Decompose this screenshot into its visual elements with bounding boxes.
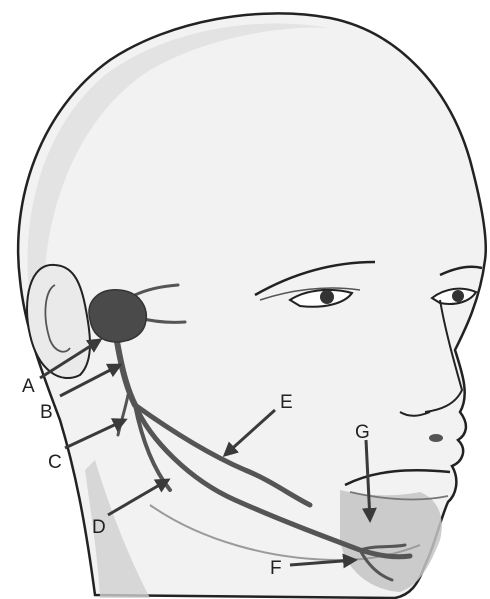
label-b: B xyxy=(40,402,53,423)
label-e: E xyxy=(280,392,293,413)
label-f: F xyxy=(270,558,282,579)
label-a: A xyxy=(22,376,35,397)
ganglion xyxy=(89,290,146,342)
label-c: C xyxy=(48,452,62,473)
head-outline xyxy=(18,13,486,598)
label-d: D xyxy=(92,517,106,538)
label-g: G xyxy=(355,422,370,443)
